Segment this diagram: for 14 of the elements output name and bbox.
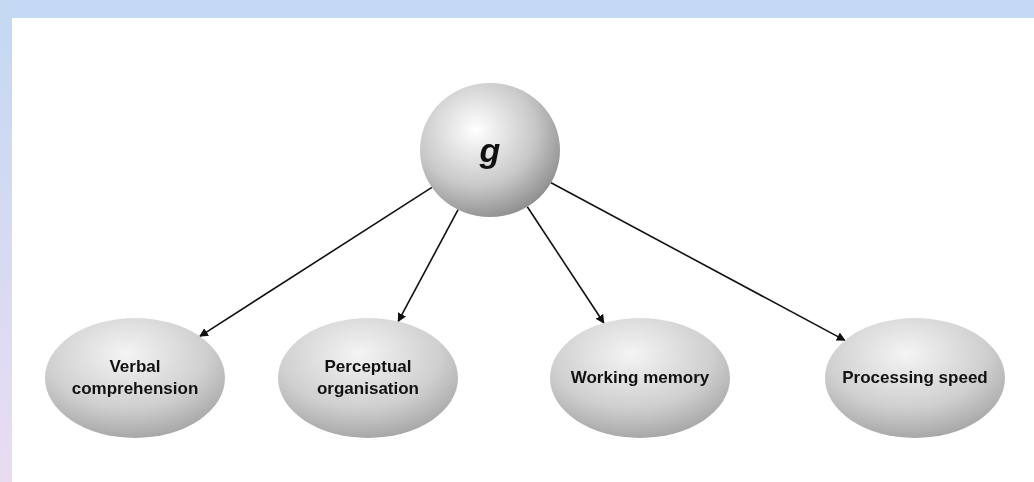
ellipse-node	[278, 318, 458, 438]
node-label: Processing speed	[842, 367, 988, 389]
node-label: Verbal comprehension	[70, 356, 200, 400]
arrow	[397, 208, 459, 323]
factor-label: g	[479, 132, 501, 168]
arrow	[526, 205, 605, 324]
arrow	[199, 186, 433, 338]
arrow	[550, 181, 846, 342]
ellipse-node	[45, 318, 225, 438]
node-label: Perceptual organisation	[316, 356, 420, 400]
node-label: Working memory	[570, 367, 710, 389]
ellipse-node	[825, 318, 1005, 438]
ellipse-node	[550, 318, 730, 438]
sphere-node	[420, 83, 560, 217]
